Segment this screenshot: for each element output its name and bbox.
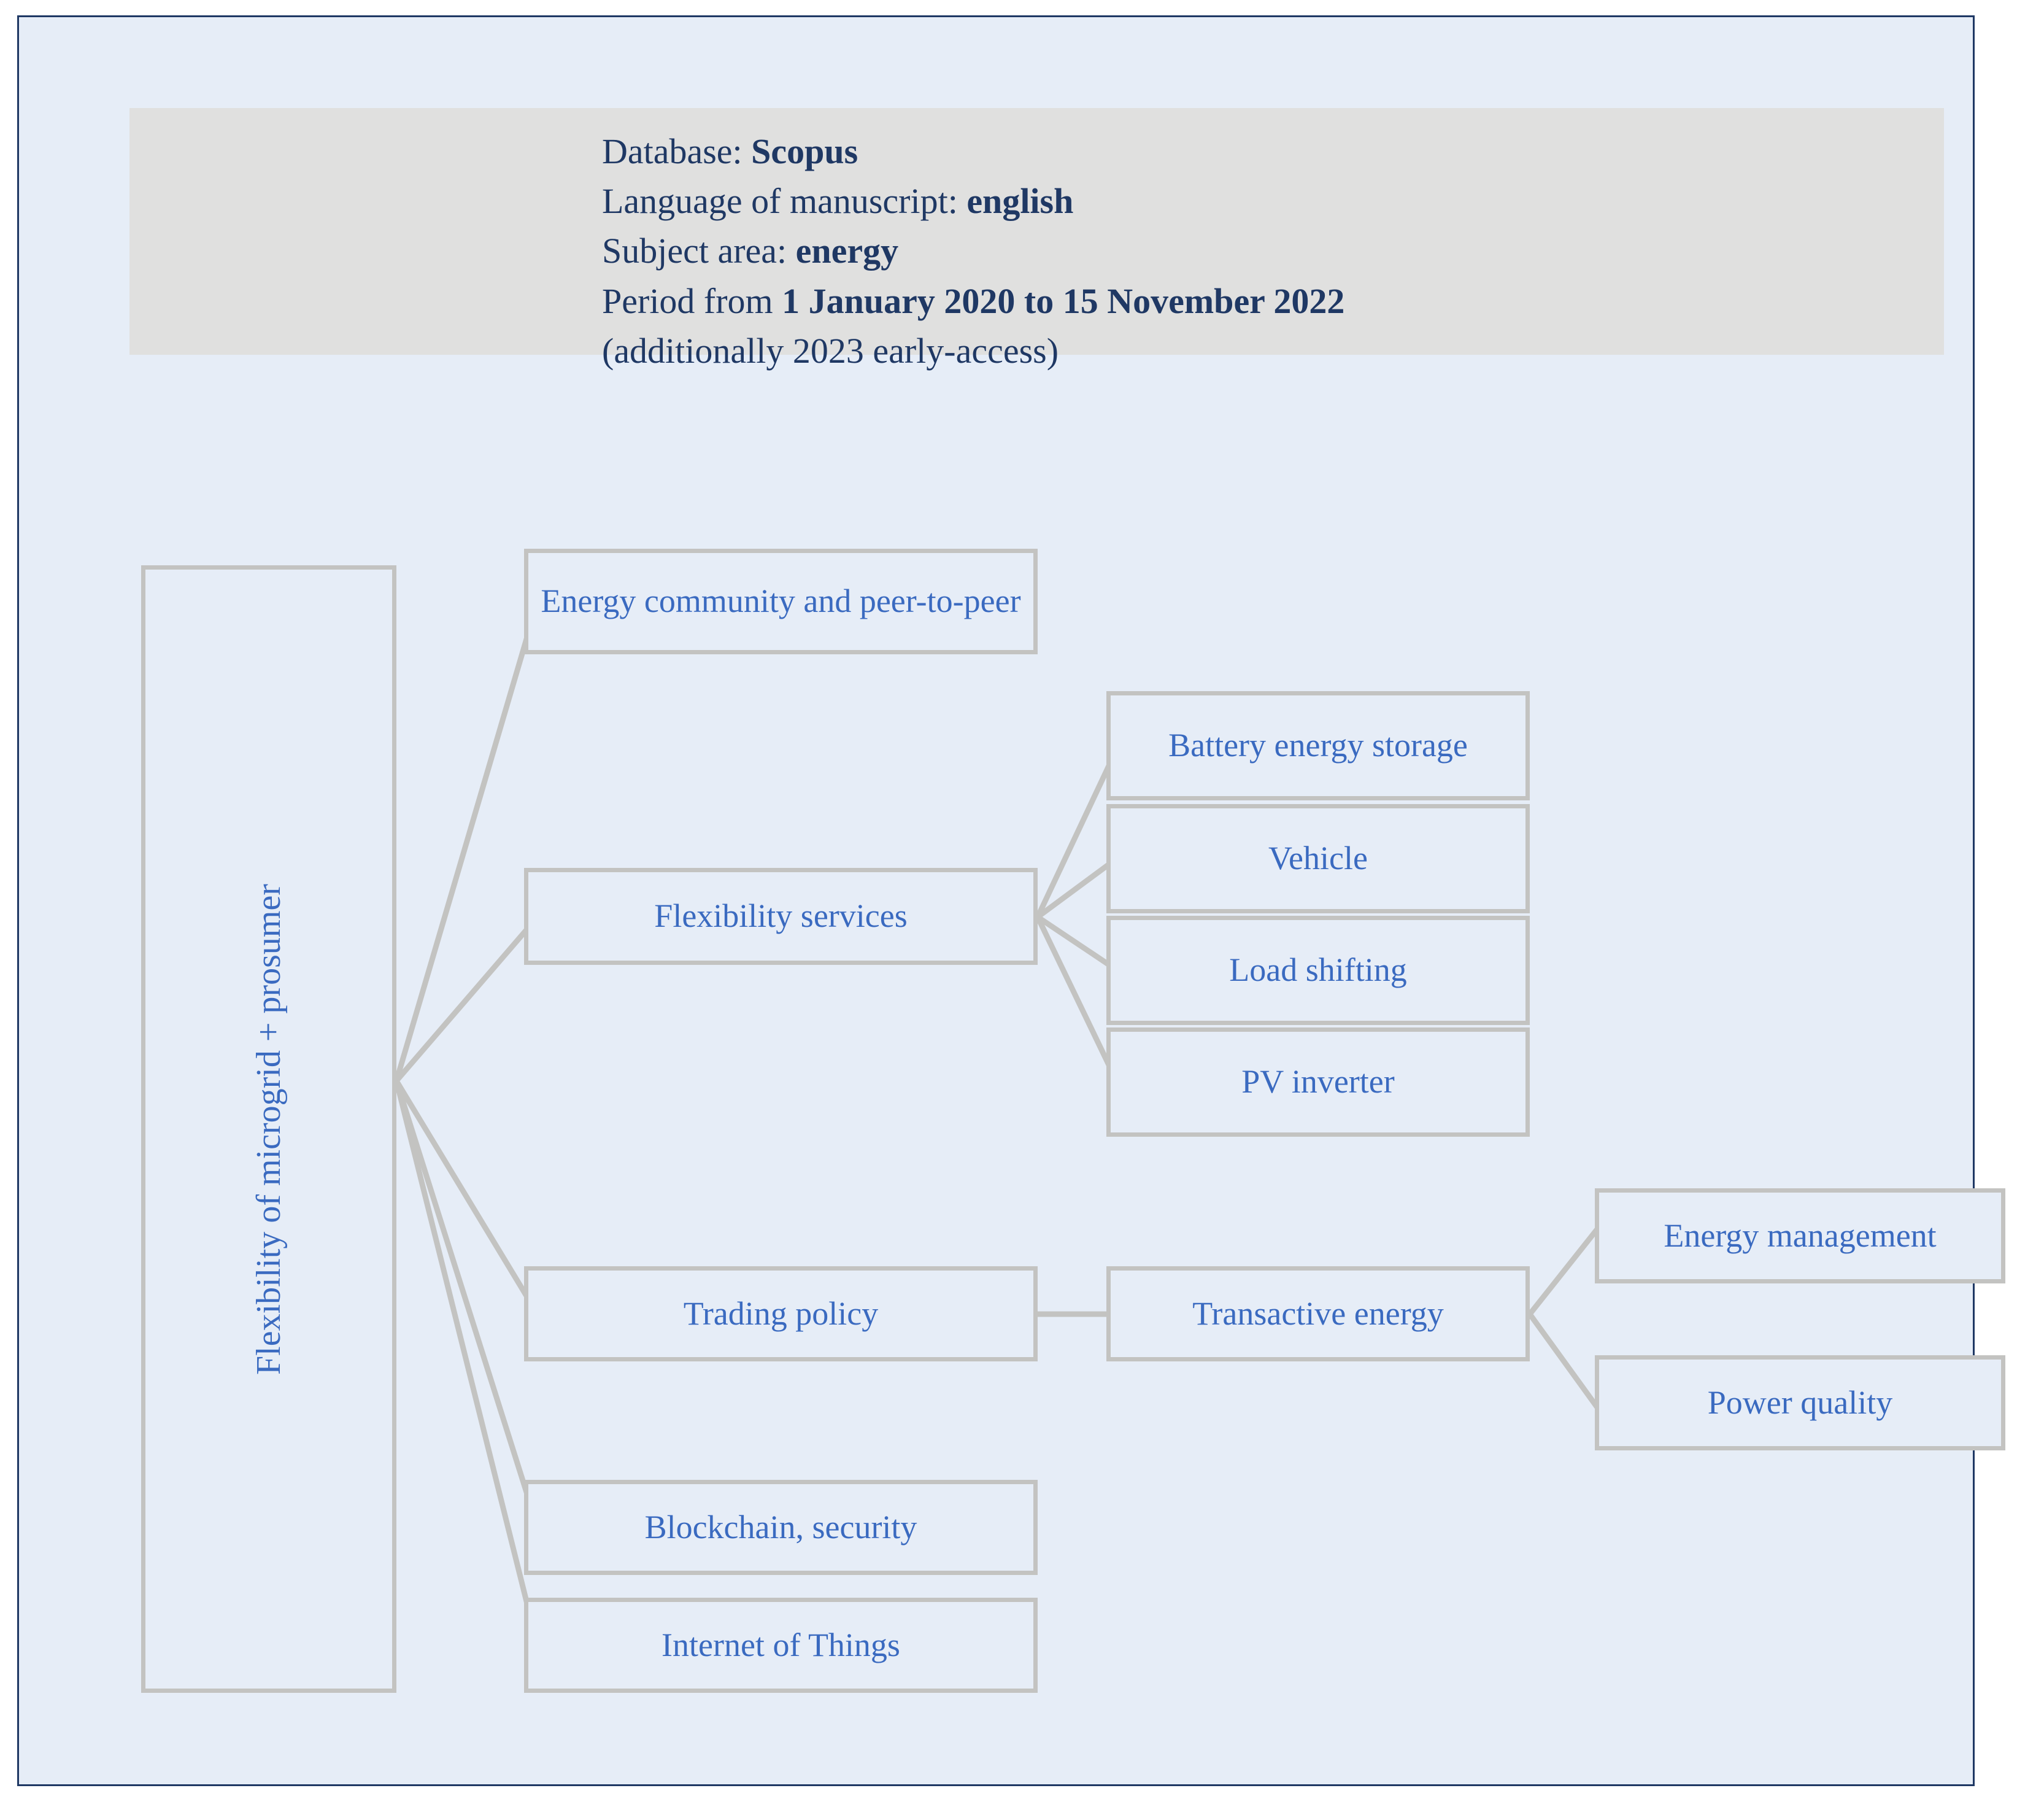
metadata-value-language: english — [966, 181, 1074, 222]
link-root-to-iot — [393, 1080, 541, 1647]
metadata-value-database: Scopus — [751, 131, 858, 171]
metadata-value-period: 1 January 2020 to 15 November 2022 — [782, 281, 1345, 321]
metadata-line-language: Language of manuscript: english — [602, 176, 1344, 226]
node-internet-of-things[interactable]: Internet of Things — [524, 1598, 1038, 1693]
link-root-to-trading-policy — [394, 1079, 540, 1316]
query-metadata-text: Database: Scopus Language of manuscript:… — [602, 126, 1344, 376]
node-trading-policy[interactable]: Trading policy — [524, 1266, 1038, 1361]
node-energy-management[interactable]: Energy management — [1595, 1188, 2005, 1283]
metadata-line-period: Period from 1 January 2020 to 15 Novembe… — [602, 276, 1344, 326]
node-pv-inverter[interactable]: PV inverter — [1106, 1027, 1530, 1137]
root-node-label: Flexibility of microgrid + prosumer — [250, 883, 288, 1375]
root-node-flexibility-of-microgrid-prosumer[interactable]: Flexibility of microgrid + prosumer — [141, 565, 396, 1693]
metadata-line-early-access: (additionally 2023 early-access) — [602, 326, 1344, 376]
node-blockchain-security[interactable]: Blockchain, security — [524, 1480, 1038, 1575]
metadata-line-database: Database: Scopus — [602, 126, 1344, 176]
metadata-label-early-access: (additionally 2023 early-access) — [602, 330, 1059, 371]
link-transactive-to-power-quality — [1527, 1312, 1608, 1420]
metadata-label-subject: Subject area: — [602, 231, 796, 271]
metadata-value-subject: energy — [795, 231, 899, 271]
metadata-line-subject: Subject area: energy — [602, 226, 1344, 276]
node-power-quality[interactable]: Power quality — [1595, 1355, 2005, 1450]
link-flex-to-vehicle — [1036, 856, 1119, 919]
node-vehicle[interactable]: Vehicle — [1106, 804, 1530, 913]
node-flexibility-services[interactable]: Flexibility services — [524, 868, 1038, 965]
node-load-shifting[interactable]: Load shifting — [1106, 916, 1530, 1025]
metadata-label-period: Period from — [602, 281, 782, 321]
query-metadata-panel: Database: Scopus Language of manuscript:… — [129, 108, 1944, 371]
link-transactive-to-energy-management — [1527, 1217, 1608, 1316]
node-energy-community[interactable]: Energy community and peer-to-peer — [524, 549, 1038, 654]
link-root-to-blockchain — [393, 1080, 541, 1528]
metadata-label-language: Language of manuscript: — [602, 181, 967, 222]
diagram-frame: Database: Scopus Language of manuscript:… — [17, 15, 2005, 1786]
link-flex-to-pv-inverter — [1035, 916, 1120, 1084]
link-root-to-energy-community — [393, 600, 541, 1082]
link-flex-to-load-shifting — [1036, 915, 1119, 973]
metadata-label-database: Database: — [602, 131, 752, 171]
link-flex-to-battery — [1035, 746, 1120, 918]
node-battery-energy-storage[interactable]: Battery energy storage — [1106, 691, 1530, 800]
node-transactive-energy[interactable]: Transactive energy — [1106, 1266, 1530, 1361]
link-root-to-flexibility-services — [394, 915, 540, 1083]
